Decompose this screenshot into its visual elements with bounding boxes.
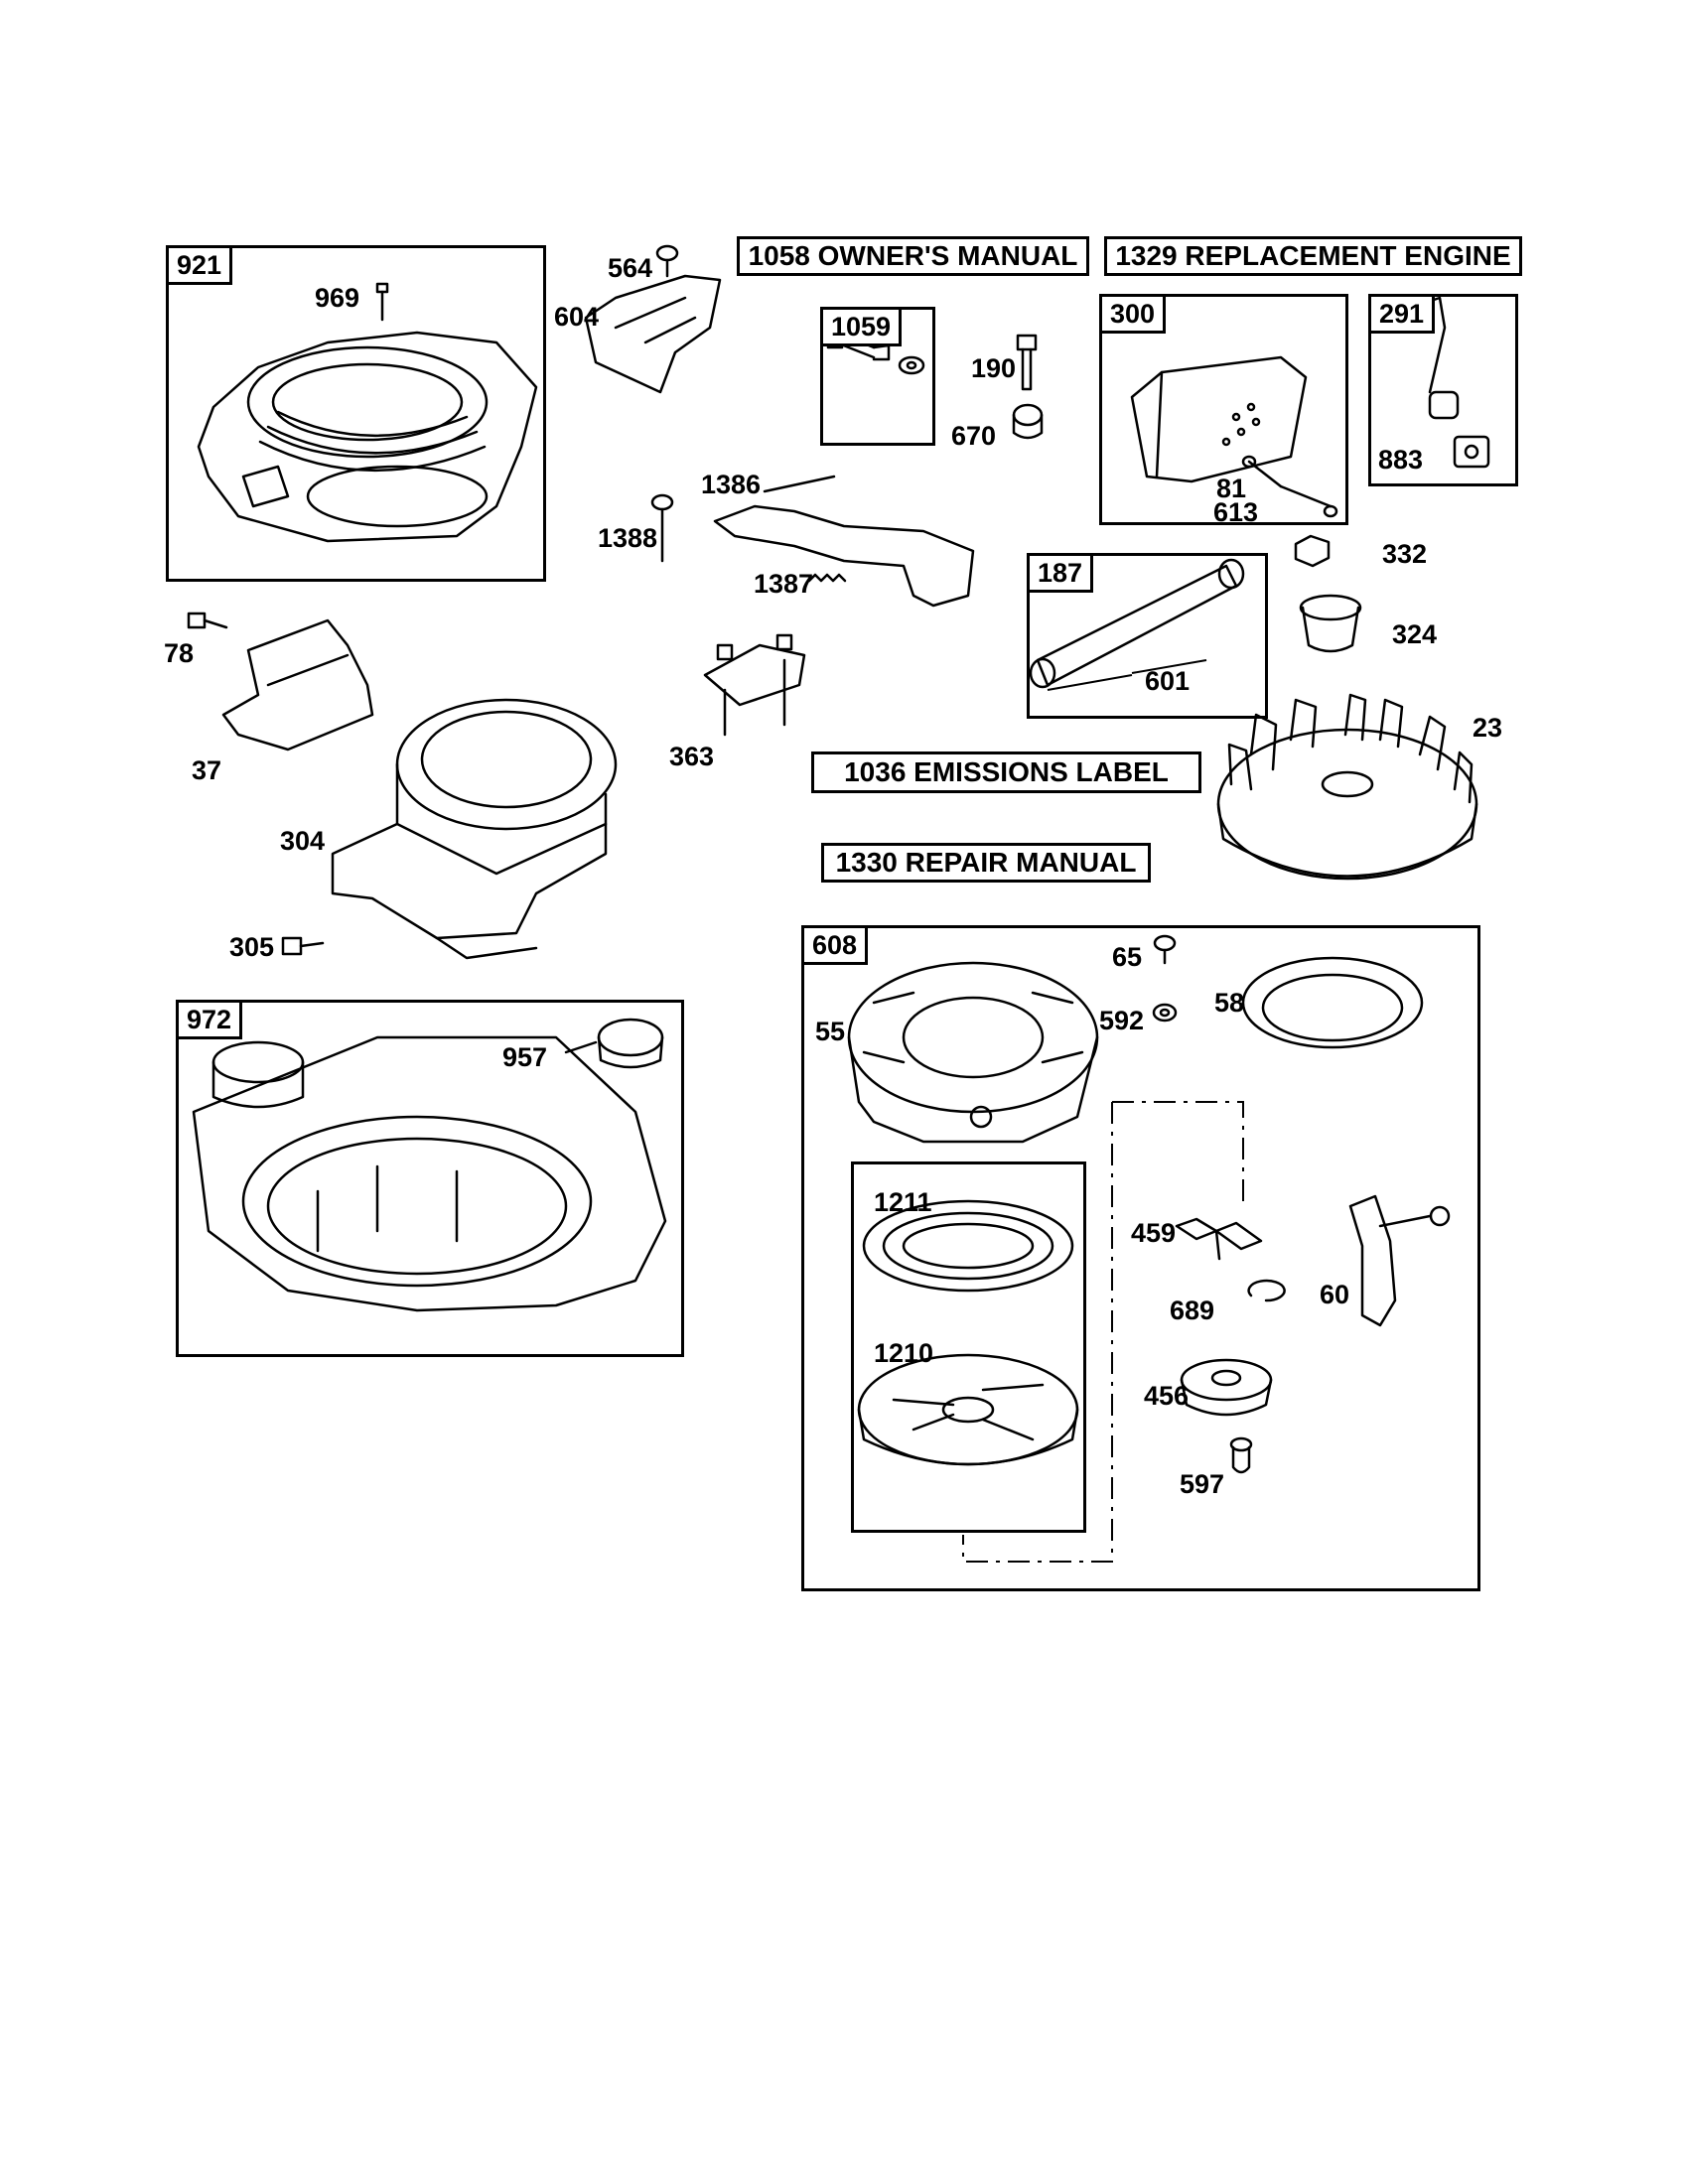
bushing-670-illustration (1012, 403, 1044, 440)
part-label-304: 304 (280, 826, 326, 856)
group-box-300: 300 (1099, 294, 1348, 525)
bracket-363-illustration (703, 633, 806, 737)
gasket-883-illustration (1453, 435, 1490, 469)
group-box-1059: 1059 (820, 307, 935, 446)
part-label-81: 81 (1216, 474, 1247, 503)
dashed-connector-top (1112, 1101, 1244, 1201)
bolt-65-illustration (1153, 934, 1177, 965)
part-label-65: 65 (1112, 942, 1143, 972)
screw-597-illustration (1229, 1436, 1253, 1474)
muffler-bolt-81-illustration (1241, 455, 1283, 488)
leader-601-upper (1131, 659, 1207, 674)
group-box-187: 187 (1027, 553, 1268, 719)
part-label-1210: 1210 (874, 1338, 934, 1368)
part-label-37: 37 (192, 755, 222, 785)
nut-592-illustration (1152, 1003, 1178, 1023)
screw-564-illustration (655, 244, 679, 278)
part-label-957: 957 (502, 1042, 548, 1072)
nut-332-illustration (1294, 534, 1331, 568)
part-label-78: 78 (164, 638, 195, 668)
part-label-670: 670 (951, 421, 997, 451)
group-box-291: 291 (1368, 294, 1518, 486)
group-number-972: 972 (179, 1003, 243, 1039)
cap-957-illustration (564, 1018, 664, 1069)
part-label-363: 363 (669, 742, 715, 771)
part-label-689: 689 (1170, 1296, 1215, 1325)
part-label-604: 604 (554, 302, 600, 332)
spring-1387-illustration (807, 573, 847, 583)
group-number-187: 187 (1030, 556, 1094, 593)
part-label-592: 592 (1099, 1006, 1145, 1035)
part-label-60: 60 (1320, 1280, 1350, 1309)
part-label-459: 459 (1131, 1218, 1177, 1248)
shield-37-illustration (221, 618, 374, 751)
part-label-456: 456 (1144, 1381, 1190, 1411)
part-label-613: 613 (1213, 497, 1259, 527)
cup-324-illustration (1299, 594, 1362, 653)
group-box-608: 608 (801, 925, 1480, 1591)
leader-601-lower (1047, 674, 1133, 691)
handle-60-illustration (1348, 1194, 1451, 1327)
group-number-608: 608 (804, 928, 869, 965)
part-label-601: 601 (1145, 666, 1191, 696)
part-label-332: 332 (1382, 539, 1428, 569)
replacement-engine-callout: 1329 REPLACEMENT ENGINE (1104, 236, 1522, 276)
part-label-23: 23 (1473, 713, 1503, 743)
group-number-291: 291 (1371, 297, 1436, 334)
screw-969-illustration (375, 282, 389, 322)
part-label-1211: 1211 (874, 1187, 932, 1217)
part-label-58: 58 (1214, 988, 1245, 1018)
part-label-190: 190 (971, 353, 1017, 383)
flywheel-23-illustration (1216, 693, 1478, 881)
bolt-190-illustration (1016, 334, 1038, 391)
part-label-1386: 1386 (701, 470, 762, 499)
tube-187-illustration (1029, 558, 1245, 689)
part-label-305: 305 (229, 932, 275, 962)
bolt-78-illustration (187, 612, 228, 629)
group-box-921: 921 (166, 245, 546, 582)
screw-1388-illustration (650, 493, 674, 563)
group-box-972: 972 (176, 1000, 684, 1357)
part-label-324: 324 (1392, 619, 1438, 649)
blower-housing-cover-illustration (197, 331, 538, 543)
part-label-1388: 1388 (598, 523, 658, 553)
part-label-564: 564 (608, 253, 653, 283)
retainer-689-illustration (1247, 1279, 1286, 1302)
cup-456-illustration (1180, 1358, 1273, 1417)
group-number-1059: 1059 (823, 310, 903, 346)
part-label-883: 883 (1378, 445, 1424, 475)
governor-control-1386-illustration (713, 475, 975, 608)
group-number-300: 300 (1102, 297, 1167, 334)
rewind-starter-housing-55-illustration (847, 961, 1099, 1144)
spring-1211-illustration (862, 1199, 1074, 1293)
muffler-bolt-613-illustration (1279, 484, 1338, 518)
bolt-305-illustration (281, 936, 325, 956)
starter-subassembly-box (851, 1161, 1086, 1533)
fuel-tank-972-illustration (192, 1035, 667, 1312)
blower-housing-304-illustration (331, 698, 618, 960)
group-number-921: 921 (169, 248, 233, 285)
part-label-597: 597 (1180, 1469, 1225, 1499)
dog-459-illustration (1175, 1217, 1263, 1261)
dashed-connector-bottom (962, 1102, 1113, 1563)
part-label-969: 969 (315, 283, 360, 313)
emissions-label-callout: 1036 EMISSIONS LABEL (811, 751, 1201, 793)
rope-58-illustration (1241, 956, 1424, 1049)
part-label-55: 55 (815, 1017, 846, 1046)
pulley-1210-illustration (857, 1353, 1079, 1466)
air-guide-604-illustration (584, 274, 722, 394)
muffler-300-illustration (1130, 355, 1308, 483)
repair-manual-callout: 1330 REPAIR MANUAL (821, 843, 1151, 883)
owners-manual-callout: 1058 OWNER'S MANUAL (737, 236, 1089, 276)
part-label-1387: 1387 (754, 569, 814, 599)
